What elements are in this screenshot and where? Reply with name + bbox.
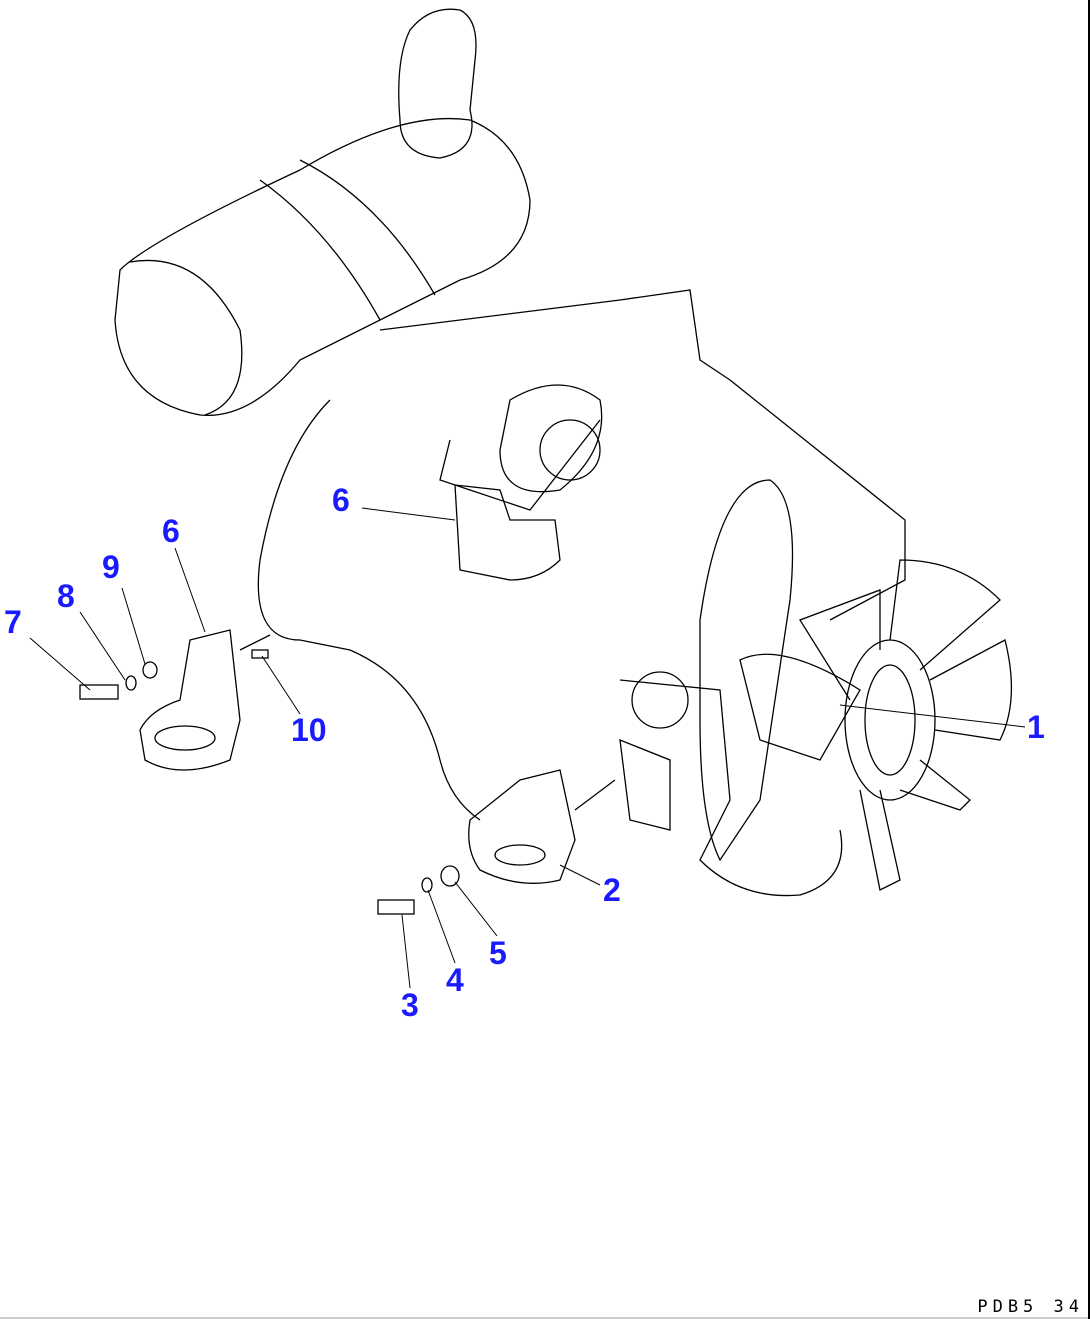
- mount-bracket-2: [468, 769, 576, 884]
- callout-2: 2: [603, 872, 621, 908]
- bolt-3: [377, 899, 415, 915]
- callout-5: 5: [489, 935, 507, 971]
- engine-block: [257, 399, 481, 821]
- bolt-7: [79, 684, 119, 700]
- callout-4: 4: [446, 962, 464, 998]
- callout-9: 9: [102, 549, 120, 585]
- spacer-9: [142, 661, 158, 679]
- callout-10: 10: [291, 712, 327, 748]
- callout-6-left: 6: [162, 513, 180, 549]
- callout-8: 8: [57, 578, 75, 614]
- washer-8: [125, 675, 137, 691]
- mount-bracket-6-upper: [454, 484, 561, 581]
- pin-10: [251, 649, 269, 659]
- drawing-code: PDB5 34: [977, 1297, 1084, 1317]
- callout-3: 3: [401, 987, 419, 1023]
- callout-1: 1: [1027, 709, 1045, 745]
- leader-lines: [29, 507, 1026, 989]
- fan: [739, 559, 1013, 891]
- washer-4: [421, 877, 433, 893]
- air-cleaner: [114, 117, 531, 417]
- mount-bracket-6-left: [139, 629, 241, 771]
- bottom-border: [0, 1317, 1088, 1319]
- callout-6-upper: 6: [332, 482, 350, 518]
- spacer-5: [440, 865, 460, 887]
- exhaust-pipe: [398, 8, 477, 159]
- callout-7: 7: [4, 604, 22, 640]
